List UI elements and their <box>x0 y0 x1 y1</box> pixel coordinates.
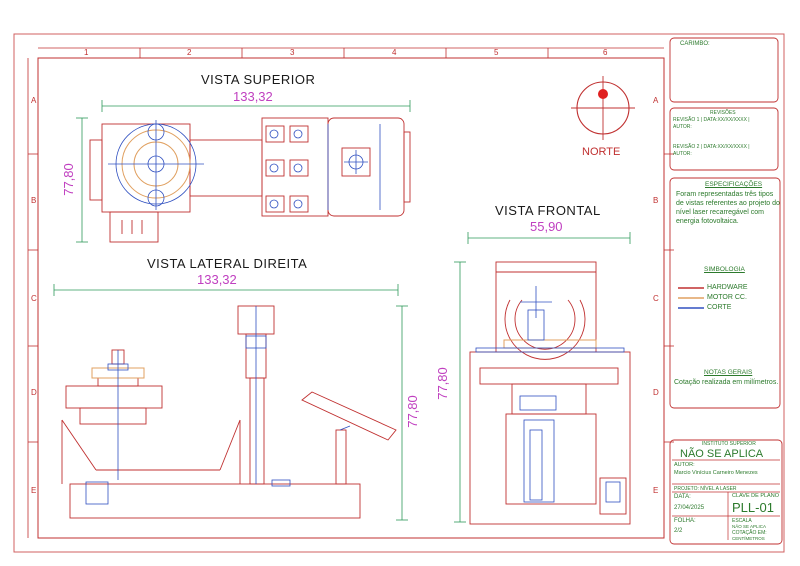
outer-border <box>13 33 785 553</box>
legend-hardware: HARDWARE <box>707 284 748 291</box>
front-view-dim-h: 55,90 <box>530 219 563 234</box>
carimbo-label: CARIMBO: <box>680 41 710 47</box>
grid-col-5: 5 <box>494 48 499 57</box>
front-view-dimension-v <box>454 261 466 523</box>
cotacao-label: COTAÇÃO EM: <box>732 530 767 536</box>
grid-row-c-right: C <box>653 294 659 303</box>
grid-row-a: A <box>31 96 37 105</box>
legend-lines <box>678 287 704 309</box>
especificacoes-line-3: nível laser recarregável com <box>676 209 764 216</box>
front-view-corte <box>475 286 625 503</box>
legend-motor: MOTOR CC. <box>707 294 747 301</box>
grid-row-e: E <box>31 486 37 495</box>
autor-name: Marcio Vinícius Carneiro Menezes <box>674 470 758 476</box>
projeto-label: PROJETO: NÍVEL A LASER <box>674 486 737 492</box>
simbologia-header: SIMBOLOGIA <box>704 266 745 273</box>
grid-col-6: 6 <box>603 48 608 57</box>
side-view-dim-h: 133,32 <box>197 272 237 287</box>
revision-2: REVISÃO 2 | DATA:XX/XX/XXXX | <box>673 144 750 150</box>
revision-1: REVISÃO 1 | DATA:XX/XX/XXXX | <box>673 117 750 123</box>
legend-corte: CORTE <box>707 304 732 311</box>
grid-row-b-right: B <box>653 196 659 205</box>
escala-value: NÃO SE APLICA <box>732 524 767 529</box>
top-view-body <box>89 117 411 243</box>
instituto-label: INSTITUTO SUPERIOR <box>702 441 756 447</box>
data-value: 27/04/2025 <box>674 505 705 511</box>
front-view <box>454 232 631 525</box>
grid-col-3: 3 <box>290 48 295 57</box>
grid-row-c: C <box>31 294 37 303</box>
escala-label: ESCALA <box>732 518 752 524</box>
front-view-title: VISTA FRONTAL <box>495 203 601 218</box>
top-view <box>76 100 411 243</box>
side-view <box>53 284 408 521</box>
top-view-dimension-h <box>101 100 411 112</box>
grid-row-d: D <box>31 388 37 397</box>
folha-value: 2/2 <box>674 528 683 534</box>
top-view-corte <box>108 120 381 210</box>
data-label: DATA: <box>674 494 691 500</box>
side-view-dim-v: 77,80 <box>404 395 420 428</box>
grid-row-b: B <box>31 196 37 205</box>
top-view-title: VISTA SUPERIOR <box>201 72 316 87</box>
especificacoes-line-4: energia fotovoltaica. <box>676 218 739 225</box>
clave-label: CLAVE DE PLANO <box>732 493 779 499</box>
top-view-dim-v: 77,80 <box>60 163 76 196</box>
top-view-dim-h: 133,32 <box>233 89 273 104</box>
grid-col-2: 2 <box>187 48 192 57</box>
column-ruler <box>38 47 664 539</box>
inner-border <box>37 57 665 539</box>
row-ruler <box>27 58 674 538</box>
especificacoes-line-1: Foram representadas três tipos <box>676 191 774 198</box>
side-view-body <box>61 305 397 519</box>
title-block-frames <box>669 37 783 545</box>
especificacoes-header: ESPECIFICAÇÕES <box>705 181 763 188</box>
grid-col-4: 4 <box>392 48 397 57</box>
north-arrow-symbol <box>571 76 635 140</box>
side-view-title: VISTA LATERAL DIREITA <box>147 256 308 271</box>
notas-header: NOTAS GERAIS <box>704 369 753 376</box>
especificacoes-line-2: de vistas referentes ao projeto do <box>676 200 780 207</box>
notas-text: Cotação realizada em milímetros. <box>674 379 779 386</box>
front-view-dimension-h <box>467 232 631 244</box>
north-pointer-dot <box>598 89 608 99</box>
revision-2-author: AUTOR: <box>673 151 692 157</box>
side-view-corte <box>85 306 351 505</box>
nao-se-aplica-title: NÃO SE APLICA <box>680 448 764 460</box>
north-label: NORTE <box>582 146 621 158</box>
grid-row-e-right: E <box>653 486 659 495</box>
cotacao-value: CENTÍMETROS <box>732 536 765 541</box>
clave-value: PLL-01 <box>732 500 774 515</box>
side-view-dimension-v <box>396 305 408 521</box>
revision-1-author: AUTOR: <box>673 124 692 130</box>
title-block-dividers <box>672 459 780 540</box>
folha-label: FOLHA: <box>674 518 696 524</box>
front-view-motor <box>503 339 597 349</box>
revisoes-header: REVISÕES <box>710 110 736 116</box>
front-view-dim-v: 77,80 <box>434 367 450 400</box>
top-view-dimension-v <box>76 117 88 243</box>
grid-row-d-right: D <box>653 388 659 397</box>
grid-col-1: 1 <box>84 48 89 57</box>
side-view-dimension-h <box>53 284 399 296</box>
grid-row-a-right: A <box>653 96 659 105</box>
autor-label: AUTOR: <box>674 462 695 468</box>
